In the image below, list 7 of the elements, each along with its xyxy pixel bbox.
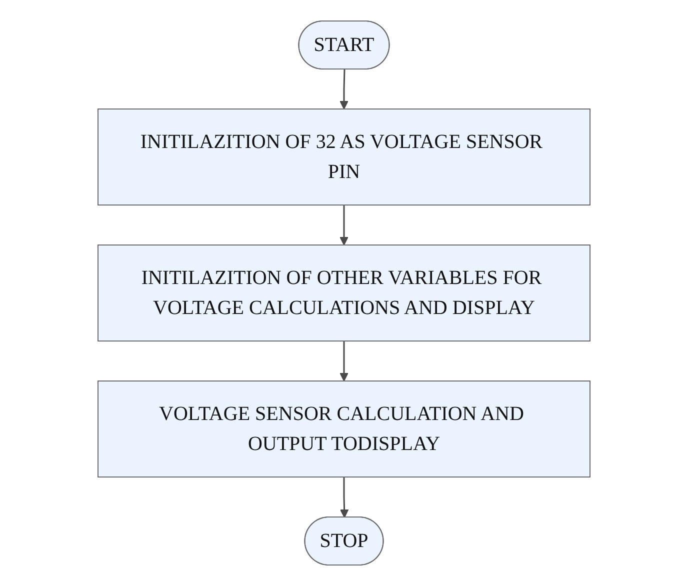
arrow xyxy=(339,477,348,518)
arrow xyxy=(339,205,348,246)
arrow xyxy=(339,69,348,110)
arrow xyxy=(339,341,348,382)
node-box: INITILAZITION OF 32 AS VOLTAGE SENSOR PIN xyxy=(97,108,590,206)
node-box: INITILAZITION OF OTHER VARIABLES FOR VOLTAGE CALCULATIONS AND DISPLAY xyxy=(97,244,590,342)
node-box: VOLTAGE SENSOR CALCULATION AND OUTPUT TODISPLAY xyxy=(97,380,590,478)
